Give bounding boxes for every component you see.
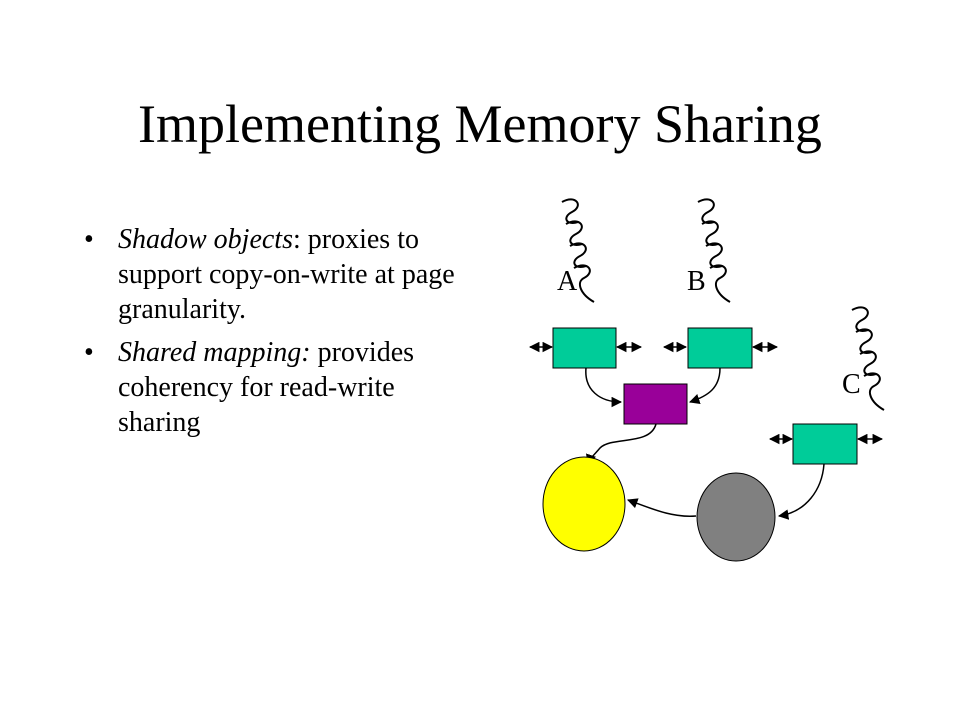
bullet-shadow-objects: • Shadow objects: proxies to support cop… bbox=[84, 222, 484, 327]
bullet-text: : proxies to support copy-on-write at pa… bbox=[118, 224, 455, 325]
shadow-box-c bbox=[792, 423, 858, 465]
arrow-b-to-shadow bbox=[689, 367, 721, 404]
arrow-a-to-shadow bbox=[585, 367, 623, 408]
bullet-text: provides coherency for read-write sharin… bbox=[118, 337, 415, 438]
bullet-marker: • bbox=[84, 337, 94, 368]
shadow-box-a bbox=[552, 327, 617, 369]
bullet-marker: • bbox=[84, 224, 94, 255]
slide-title: Implementing Memory Sharing bbox=[138, 94, 822, 154]
shadow-box-b bbox=[687, 327, 753, 369]
bullet-list: • Shadow objects: proxies to support cop… bbox=[84, 222, 484, 448]
thread-label-b: B bbox=[687, 266, 706, 297]
bullet-shared-mapping: • Shared mapping: provides coherency for… bbox=[84, 335, 484, 440]
arrow-mapping-to-memory bbox=[627, 498, 697, 517]
thread-label-a: A bbox=[557, 266, 578, 297]
arrow-shadow-to-memory bbox=[586, 423, 657, 465]
shadow-object-box bbox=[623, 383, 688, 425]
shared-mapping-circle bbox=[696, 472, 776, 562]
memory-object-circle bbox=[542, 456, 626, 552]
bullet-term: Shadow objects bbox=[118, 224, 293, 255]
memory-sharing-diagram: A B C bbox=[528, 198, 885, 562]
bullet-term: Shared mapping: bbox=[118, 337, 311, 368]
arrow-c-to-mapping bbox=[777, 463, 825, 520]
thread-label-c: C bbox=[842, 369, 861, 400]
